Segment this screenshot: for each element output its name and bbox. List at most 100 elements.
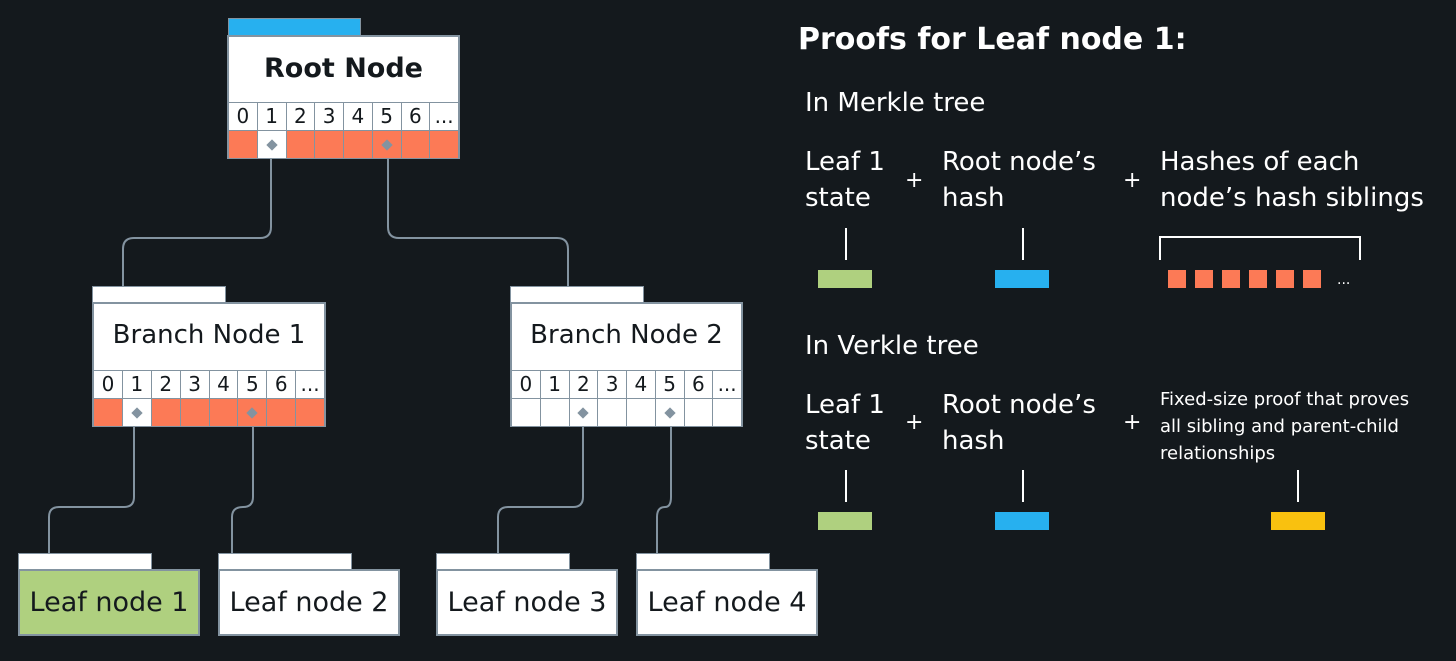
sibling-hash-square xyxy=(1168,270,1186,288)
slot-number: 3 xyxy=(597,371,626,399)
merkle-plus-2: + xyxy=(1123,168,1142,193)
verkle-leaf-state-swatch xyxy=(818,512,872,530)
merkle-siblings-bracket xyxy=(1159,236,1361,260)
leaf-node-3-tab xyxy=(436,553,570,570)
slot-number: 4 xyxy=(626,371,655,399)
child-pointer-icon xyxy=(577,406,590,419)
sibling-hash-square xyxy=(1195,270,1213,288)
sibling-hash-square xyxy=(1276,270,1294,288)
slot-cell xyxy=(343,131,372,158)
slot-number: 5 xyxy=(654,371,684,399)
verkle-root-hash-swatch xyxy=(995,512,1049,530)
leaf-node-1-tab xyxy=(18,553,152,570)
slot-cell xyxy=(208,399,238,426)
verkle-section-title: In Verkle tree xyxy=(805,331,979,361)
slot-number: 6 xyxy=(400,103,430,131)
merkle-plus-1: + xyxy=(905,168,924,193)
leaf-node-1: Leaf node 1 xyxy=(18,569,200,636)
verkle-plus-2: + xyxy=(1123,410,1142,435)
merkle-leaf-state-swatch xyxy=(818,270,872,288)
root-node-title: Root Node xyxy=(264,53,423,84)
verkle-plus-1: + xyxy=(905,410,924,435)
leaf-node-2: Leaf node 2 xyxy=(218,569,400,636)
leaf-node-2-tab xyxy=(218,553,352,570)
slot-cell xyxy=(626,399,655,426)
verkle-root-hash-line2: hash xyxy=(942,426,1005,456)
branch-1-slot-cells xyxy=(94,398,324,426)
proofs-heading: Proofs for Leaf node 1: xyxy=(798,22,1187,57)
sibling-hash-square xyxy=(1222,270,1240,288)
slot-cell xyxy=(121,399,151,426)
slot-cell xyxy=(266,399,296,426)
slot-cell xyxy=(150,399,180,426)
verkle-leaf-state-line1: Leaf 1 xyxy=(805,390,885,420)
slot-number: 0 xyxy=(101,372,115,396)
slot-number: 2 xyxy=(568,371,598,399)
branch-node-1-title: Branch Node 1 xyxy=(112,320,306,350)
leaf-node-4: Leaf node 4 xyxy=(636,569,818,636)
leaf-node-3: Leaf node 3 xyxy=(436,569,618,636)
slot-cell xyxy=(237,399,267,426)
slot-number: 2 xyxy=(150,371,180,399)
merkle-section-title: In Merkle tree xyxy=(805,88,986,118)
slot-number: 3 xyxy=(314,103,343,131)
slot-number: 2 xyxy=(285,103,315,131)
verkle-fixed-proof-line1: Fixed-size proof that proves xyxy=(1160,389,1410,410)
merkle-leaf-state-stem xyxy=(845,228,847,260)
edge-branch1-leaf1 xyxy=(48,412,135,555)
slot-number: ... xyxy=(295,371,324,399)
branch-node-2-title: Branch Node 2 xyxy=(530,320,723,350)
edge-root-branch2 xyxy=(387,148,569,288)
verkle-root-hash-stem xyxy=(1022,470,1024,502)
verkle-leaf-state-line2: state xyxy=(805,426,871,456)
slot-number: 6 xyxy=(266,371,295,399)
leaf-node-4-tab xyxy=(636,553,770,570)
verkle-fixed-proof-line2: all sibling and parent-child xyxy=(1160,416,1399,437)
slot-cell xyxy=(597,399,626,426)
child-pointer-icon xyxy=(246,406,258,419)
merkle-leaf-state-line1: Leaf 1 xyxy=(805,147,885,177)
slot-number: 3 xyxy=(179,371,209,399)
slot-number: 5 xyxy=(371,103,401,131)
branch-2-slot-cells xyxy=(512,398,741,426)
slot-number: 4 xyxy=(343,103,372,131)
child-pointer-icon xyxy=(380,138,393,151)
child-pointer-icon xyxy=(265,138,278,151)
root-slot-cells xyxy=(229,130,458,158)
slot-cell xyxy=(179,399,209,426)
slot-number: ... xyxy=(712,371,741,399)
verkle-root-hash-line1: Root node’s xyxy=(942,390,1096,420)
slot-cell xyxy=(256,131,286,158)
edge-branch2-leaf4 xyxy=(656,412,672,555)
merkle-siblings-line2: node’s hash siblings xyxy=(1160,183,1424,213)
slot-cell xyxy=(568,399,598,426)
branch-node-2-tab xyxy=(510,286,644,303)
slot-cell xyxy=(295,399,324,426)
slot-cell xyxy=(285,131,315,158)
verkle-fixed-proof-swatch xyxy=(1271,512,1325,530)
slot-cell xyxy=(683,399,713,426)
slot-number: 0 xyxy=(519,372,533,396)
edge-root-branch1 xyxy=(122,148,272,288)
slot-cell xyxy=(314,131,343,158)
slot-cell xyxy=(654,399,684,426)
slot-number: 0 xyxy=(236,104,250,128)
merkle-root-hash-line2: hash xyxy=(942,183,1005,213)
sibling-hash-square xyxy=(1303,270,1321,288)
edge-branch1-leaf2 xyxy=(231,412,254,555)
merkle-siblings-ellipsis: ... xyxy=(1337,272,1351,288)
slot-cell xyxy=(229,131,257,158)
root-node-tab xyxy=(228,18,361,36)
merkle-root-hash-swatch xyxy=(995,270,1049,288)
child-pointer-icon xyxy=(131,406,143,419)
slot-number: 1 xyxy=(539,371,569,399)
slot-cell xyxy=(539,399,569,426)
merkle-root-hash-stem xyxy=(1022,228,1024,260)
slot-cell xyxy=(712,399,741,426)
verkle-fixed-proof-stem xyxy=(1297,470,1299,502)
